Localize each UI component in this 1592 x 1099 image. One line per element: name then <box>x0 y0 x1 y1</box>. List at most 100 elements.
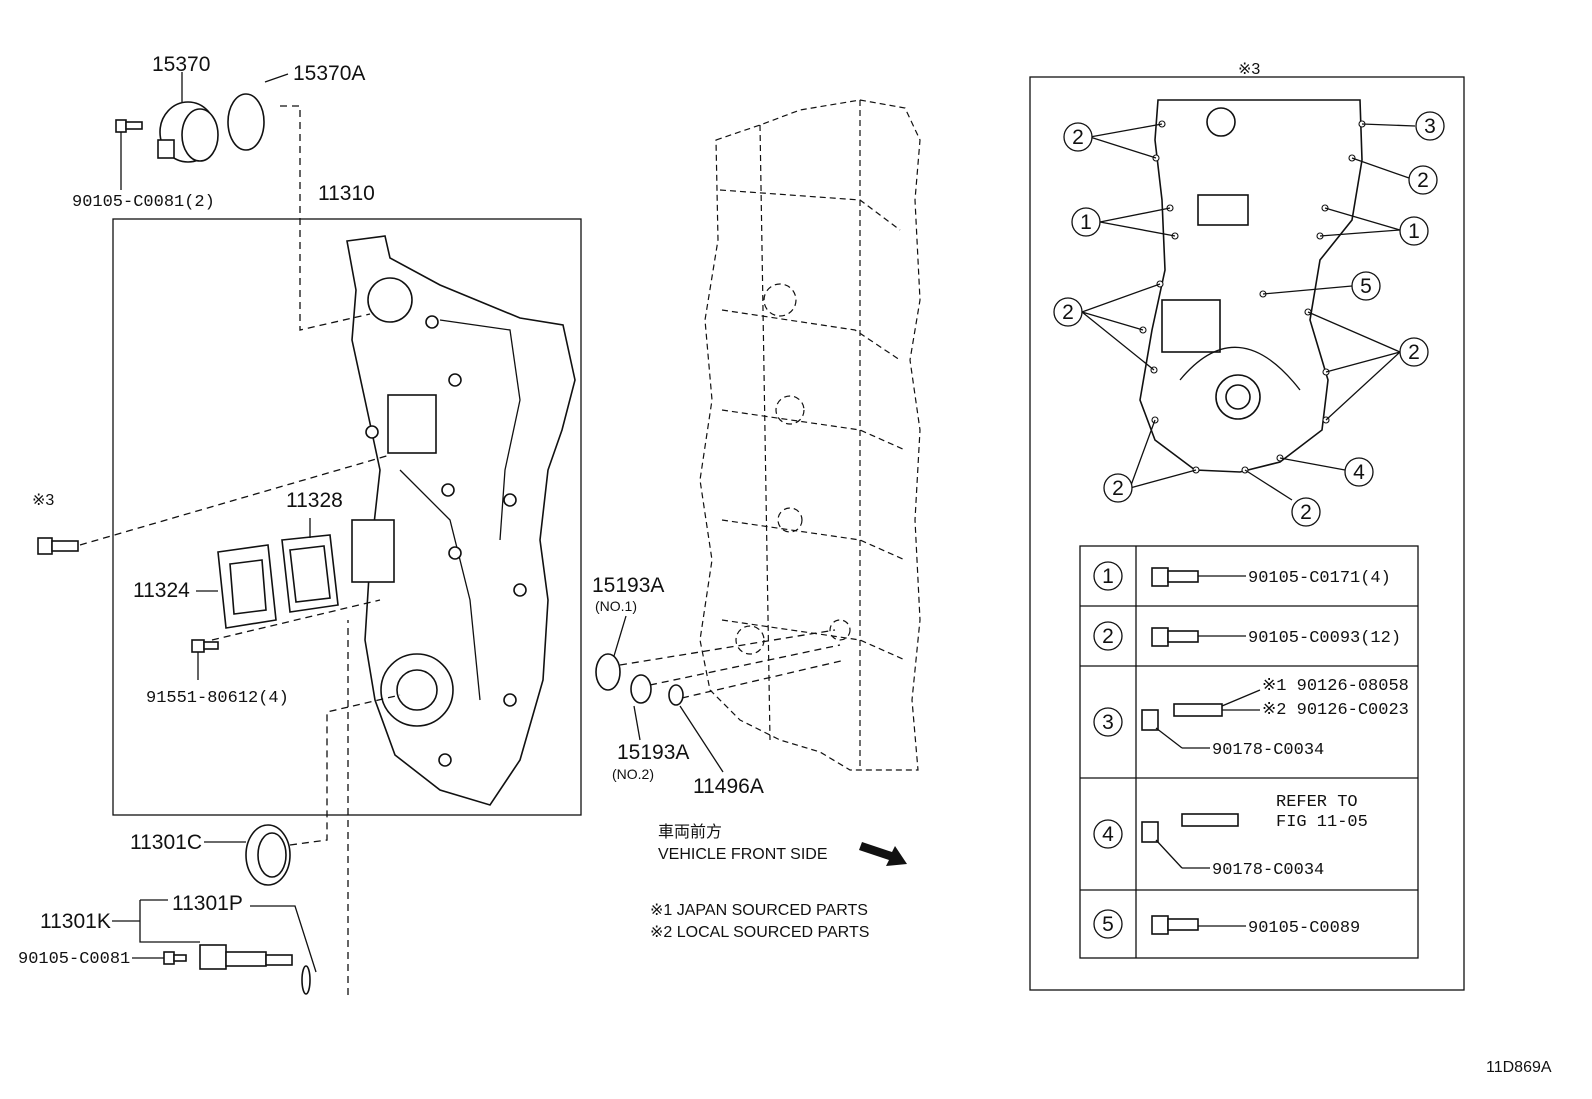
cover-boss-8 <box>503 693 517 707</box>
callout-90105-c0081[interactable]: 90105-C0081 <box>18 950 130 969</box>
cover-upper-hole <box>367 277 413 323</box>
callout-91551-80612[interactable]: 91551-80612(4) <box>146 689 289 708</box>
callout-c2-d: 2 <box>1408 341 1420 364</box>
row-key: 3 <box>1102 711 1114 734</box>
dash-15370A-cover <box>280 105 371 331</box>
part-11301P-sensor[interactable] <box>199 944 293 970</box>
callout-c5-a: 5 <box>1360 275 1372 298</box>
callout-15370A[interactable]: 15370A <box>293 62 365 85</box>
row-key: 1 <box>1102 565 1114 588</box>
part-15193A-no1[interactable] <box>595 653 621 691</box>
callout-11301P[interactable]: 11301P <box>172 892 243 915</box>
callout-15193A-no2[interactable]: 15193A <box>617 741 689 764</box>
callout-11328[interactable]: 11328 <box>286 489 343 512</box>
bolt-table-row-3[interactable]: 3 ※1 90126-08058 ※2 90126-C0023 90178-C0… <box>1093 677 1409 760</box>
detail-cover-window-2 <box>1161 299 1221 353</box>
callout-c3-a: 3 <box>1424 115 1436 138</box>
dash-plates <box>211 599 381 641</box>
callout-15193A-no2-sub: (NO.2) <box>612 766 654 782</box>
cover-boss-5 <box>503 493 517 507</box>
part-11301P-oring[interactable] <box>301 965 311 995</box>
cover-rib-2 <box>399 469 481 701</box>
part-11328[interactable] <box>281 534 339 613</box>
dash-seals-1 <box>619 629 836 666</box>
callout-15193A-no1-sub: (NO.1) <box>595 598 637 614</box>
part-number: 90105-C0089 <box>1248 919 1360 938</box>
leader-15193A-1 <box>613 615 627 657</box>
callout-11324[interactable]: 11324 <box>133 579 190 602</box>
leader-15193A-2 <box>633 705 641 741</box>
part-15193A-no2[interactable] <box>630 674 652 704</box>
bolt-90105-c0081-2[interactable] <box>115 119 143 133</box>
callout-15370[interactable]: 15370 <box>152 53 210 76</box>
callout-c1-b: 1 <box>1408 220 1420 243</box>
leader-11301K <box>112 899 200 943</box>
callout-15193A-no1[interactable]: 15193A <box>592 574 664 597</box>
leader-11496A <box>679 705 724 773</box>
detail-box-title: ※3 <box>1238 61 1260 78</box>
bolt-table-row-2[interactable]: 2 90105-C0093(12) <box>1093 621 1401 651</box>
bolt-table-row-4[interactable]: 4 REFER TO FIG 11-05 90178-C0034 <box>1093 793 1368 880</box>
detail-leaders <box>1081 123 1416 501</box>
callout-c2-f: 2 <box>1300 501 1312 524</box>
row-key: 4 <box>1102 823 1114 846</box>
part-11496A[interactable] <box>668 684 684 706</box>
callout-11496A[interactable]: 11496A <box>693 775 764 798</box>
callout-11301C[interactable]: 11301C <box>130 831 202 854</box>
bolt-91551-80612[interactable] <box>191 639 219 653</box>
row-key: 5 <box>1102 913 1114 936</box>
part-number-japan: ※1 90126-08058 <box>1262 677 1409 696</box>
callout-90105-c0081-2[interactable]: 90105-C0081(2) <box>72 193 215 212</box>
part-11301C-oil-seal[interactable] <box>245 824 291 886</box>
engine-block-outline <box>699 99 921 771</box>
bolt-table-row-1[interactable]: 1 90105-C0171(4) <box>1093 561 1391 591</box>
cover-window-lower <box>351 519 395 583</box>
bolt-table <box>1079 545 1419 959</box>
refer-fig-label: FIG 11-05 <box>1276 813 1368 832</box>
front-label-jp: 車両前方 <box>658 823 722 841</box>
callout-11301K[interactable]: 11301K <box>40 910 111 933</box>
callout-c4-a: 4 <box>1353 461 1365 484</box>
leader-11301P <box>250 905 317 973</box>
dash-seals-2 <box>649 644 841 686</box>
callout-c2-a: 2 <box>1072 126 1084 149</box>
callout-c2-b: 2 <box>1417 169 1429 192</box>
cover-boss-9 <box>438 753 452 767</box>
cover-boss-3 <box>365 425 379 439</box>
detail-box-frame <box>1029 76 1465 991</box>
callout-c1-a: 1 <box>1080 211 1092 234</box>
cover-boss-1 <box>425 315 439 329</box>
detail-cover-hole-top <box>1206 107 1236 137</box>
timing-cover-frame <box>112 218 582 816</box>
note-japan-sourced: ※1 JAPAN SOURCED PARTS <box>650 902 868 919</box>
part-number-local: ※2 90126-C0023 <box>1262 701 1409 720</box>
callout-c2-c: 2 <box>1062 301 1074 324</box>
detail-cover-window-1 <box>1197 194 1249 226</box>
part-number-nut: 90178-C0034 <box>1212 741 1324 760</box>
note-local-sourced: ※2 LOCAL SOURCED PARTS <box>650 924 869 941</box>
part-15370A-oring[interactable] <box>227 93 265 151</box>
detail-cover-bore-inner <box>1225 384 1251 410</box>
front-label-en: VEHICLE FRONT SIDE <box>658 846 828 863</box>
bolt-ref3[interactable] <box>37 537 79 555</box>
cover-boss-7 <box>513 583 527 597</box>
refer-to-label: REFER TO <box>1276 793 1358 812</box>
cover-window-upper <box>387 394 437 454</box>
row-key: 2 <box>1102 625 1114 648</box>
part-15370[interactable] <box>157 101 219 163</box>
bolt-table-row-5[interactable]: 5 90105-C0089 <box>1093 909 1360 939</box>
figure-code: 11D869A <box>1486 1059 1552 1076</box>
dash-seal <box>289 694 401 846</box>
part-number: 90105-C0093(12) <box>1248 629 1401 648</box>
detail-cover-arc <box>1179 346 1301 391</box>
bolt-90105-c0081[interactable] <box>163 951 187 965</box>
detail-circle-labels: 2 3 2 1 1 5 2 2 2 4 2 <box>1053 111 1445 527</box>
cover-rib-1 <box>439 319 521 541</box>
detail-cover-outline <box>1139 99 1363 473</box>
callout-ref3-left[interactable]: ※3 <box>32 492 54 509</box>
part-number: 90105-C0171(4) <box>1248 569 1391 588</box>
callout-11310[interactable]: 11310 <box>318 182 375 205</box>
cover-boss-4 <box>441 483 455 497</box>
dash-seals-3 <box>681 659 846 699</box>
part-11324[interactable] <box>217 544 277 629</box>
